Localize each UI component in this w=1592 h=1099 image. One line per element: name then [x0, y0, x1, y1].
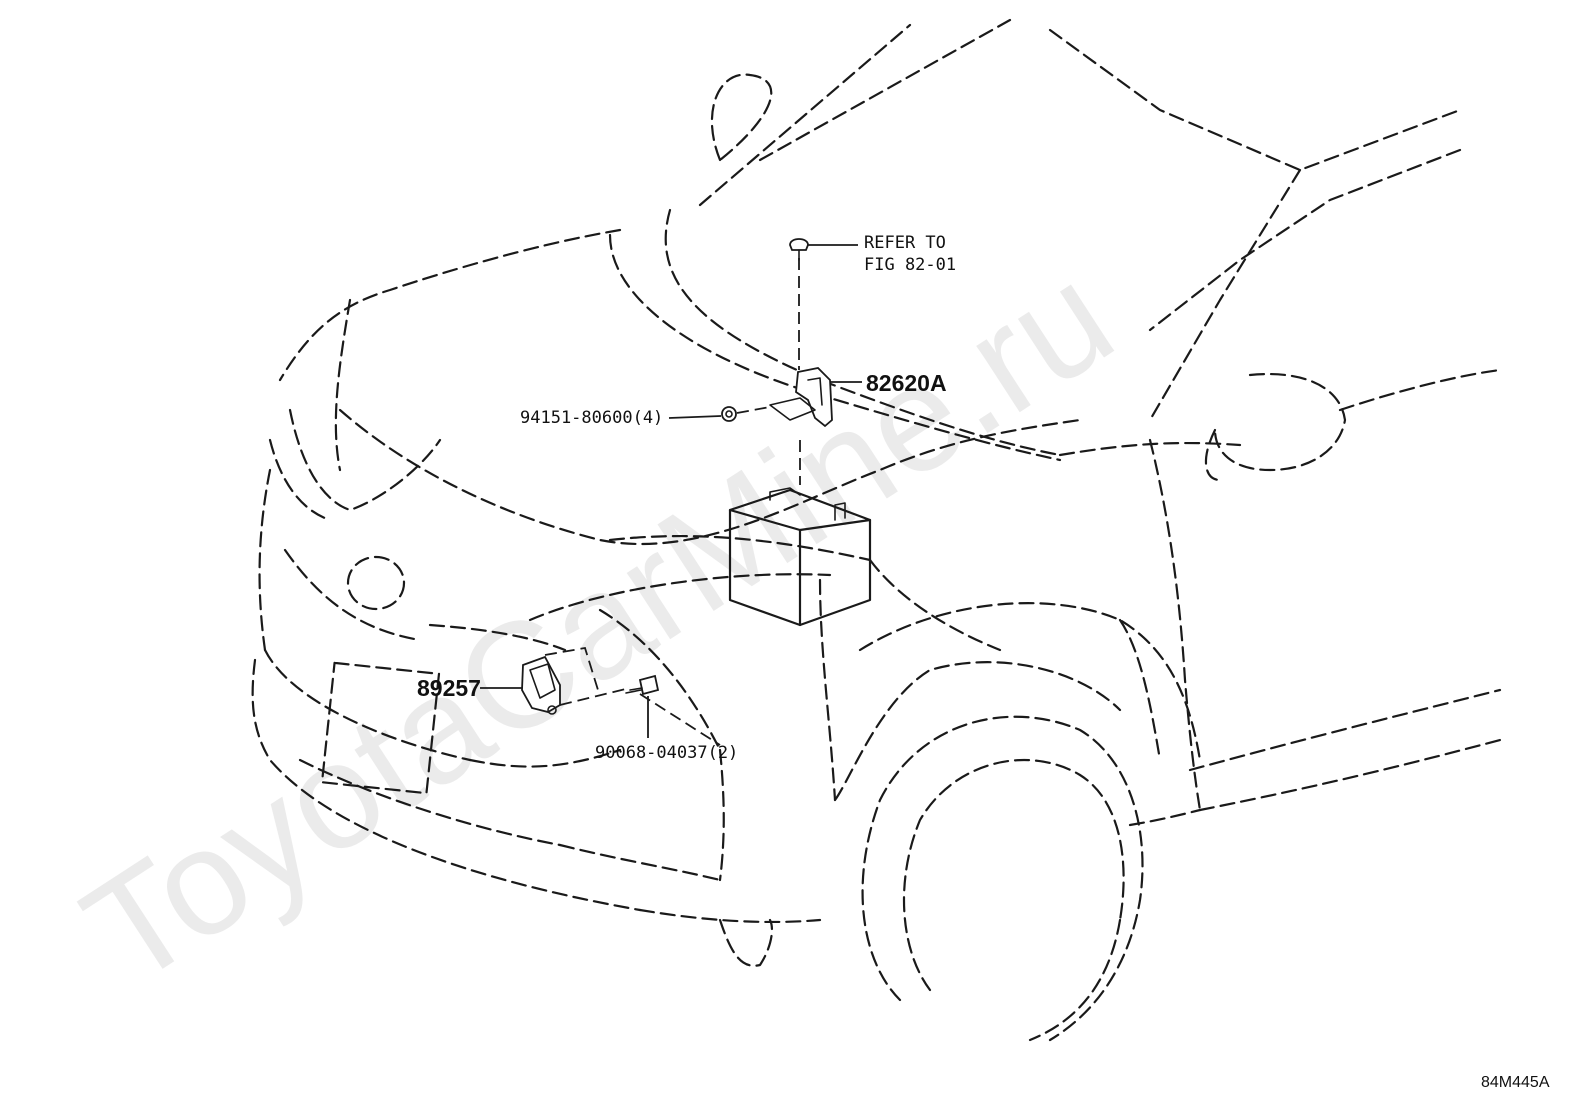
bracket-82620a-icon [769, 367, 833, 428]
sensor-89257-icon [521, 655, 561, 715]
diagram-id: 84M445A [1481, 1074, 1550, 1091]
part-89257-label: 89257 [417, 675, 481, 701]
nut-94151-icon [721, 406, 737, 422]
watermark: ToyotaCarMine.ru [56, 231, 1140, 1017]
battery [728, 487, 872, 627]
car-outline [251, 18, 1502, 1042]
clip-icon [789, 238, 809, 261]
part-90068-label: 90068-04037(2) [595, 743, 738, 763]
bolt-90068-icon [625, 674, 660, 696]
part-94151-label: 94151-80600(4) [520, 408, 663, 428]
part-82620a-label: 82620A [866, 370, 947, 396]
refer-fig-label: FIG 82-01 [864, 255, 956, 275]
refer-to-label: REFER TO [864, 233, 946, 253]
